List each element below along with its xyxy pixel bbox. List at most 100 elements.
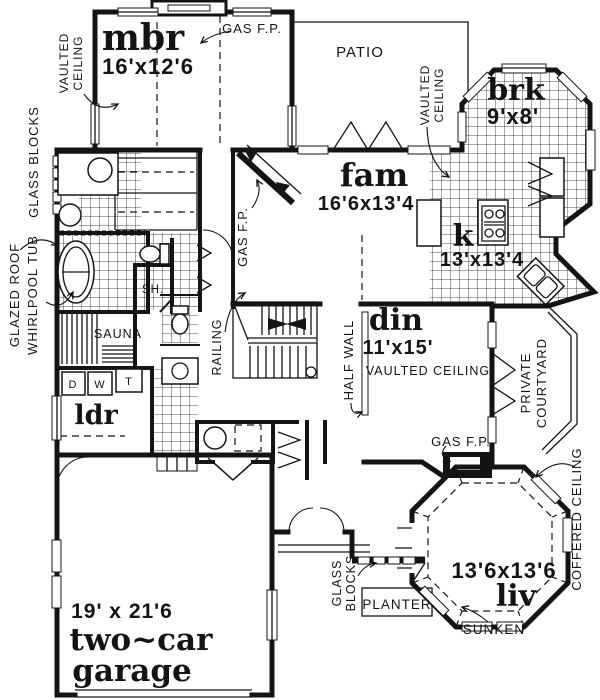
area-entry: GLASS BLOCKS PLANTER [330, 555, 431, 612]
sauna-label: SAUNA [94, 327, 142, 341]
din-label: din [369, 303, 423, 338]
fixtures [57, 152, 566, 450]
liv-label: liv [496, 579, 538, 614]
patio-label: PATIO [336, 44, 384, 61]
mbr-fireplace-insert [167, 4, 211, 12]
vaulted-label-brk: VAULTED [418, 65, 432, 126]
dryer-label: D [69, 379, 78, 391]
tub-box [115, 368, 143, 393]
courtyard-label: COURTYARD [534, 338, 549, 428]
gas-fp-label-din: GAS F.P. [431, 434, 491, 449]
liv-dims: 13'6x13'6 [451, 558, 556, 583]
laundry-appliances [61, 368, 143, 396]
tiled-floors [59, 72, 590, 455]
mudroom-table [203, 426, 227, 450]
coffered-ceiling-outline [427, 482, 553, 612]
bath-sink-1 [87, 157, 113, 183]
mbr-closet-rods [118, 171, 194, 213]
annotation-arrows [19, 30, 576, 623]
garage-dims: 19' x 21'6 [71, 600, 173, 623]
gas-fp-label-fam: GAS F.P. [235, 207, 250, 267]
courtyard-french-doors [491, 351, 517, 417]
stair-arrow-2 [286, 318, 306, 330]
room-kitchen: k 13'x13'4 [440, 219, 524, 271]
front-door-right [319, 507, 345, 533]
vaulted-label-mbr: VAULTED [57, 33, 71, 94]
room-garage: 19' x 21'6 two~car garage [70, 600, 214, 689]
room-mbr: mbr 16'x12'6 GAS F.P. VAULTED CEILING [57, 17, 282, 94]
courtyard-outline-inner [541, 311, 572, 451]
liv-entry-steps [395, 527, 412, 569]
stair-arrow [268, 318, 288, 330]
hall-bifold-doors [196, 244, 213, 294]
kitchen-fridge [539, 197, 565, 238]
room-din: din 11'x15' VAULTED CEILING HALF WALL RA… [210, 303, 491, 449]
toilet-icon [139, 243, 170, 265]
dryer-box [61, 371, 86, 396]
private-label: PRIVATE [518, 353, 533, 414]
wc-toilet-icon [171, 305, 189, 335]
washer-label: W [94, 379, 105, 391]
area-courtyard: PRIVATE COURTYARD [518, 338, 549, 428]
ceiling-label-brk: CEILING [432, 67, 446, 122]
mbr-dims: 16'x12'6 [102, 54, 194, 79]
kitchen-sink-icon [516, 256, 566, 306]
fam-fireplace-hatch2 [276, 182, 290, 196]
hall-vanity [161, 357, 199, 385]
shower-corner [159, 298, 173, 313]
garage-label-1: two~car [70, 622, 214, 658]
sauna-benches [61, 314, 133, 364]
room-liv: 13'6x13'6 liv SUNKEN COFFERED CEILING [451, 447, 584, 637]
kitchen-corner-doors [527, 161, 554, 207]
fam-label: fam [340, 156, 409, 194]
shower-label: SH. [142, 284, 164, 296]
brk-dims: 9'x8' [487, 104, 539, 129]
entry-walk [278, 544, 370, 553]
glass-blocks-entry-units [357, 556, 416, 565]
kitchen-brk-tile [430, 72, 590, 304]
mbr-label: mbr [102, 17, 185, 59]
washer-box [87, 371, 113, 396]
ldr-label: ldr [74, 400, 118, 431]
stove-island-icon [477, 199, 509, 246]
blocks-label-entry: BLOCKS [344, 555, 358, 612]
ceiling-label-mbr: CEILING [71, 35, 85, 90]
courtyard-outline-outer [545, 305, 578, 455]
bath-sink-2 [58, 203, 82, 227]
mudroom-doors [212, 461, 254, 481]
kitchen-dims: 13'x13'4 [440, 249, 524, 271]
glass-blocks-label-bath: GLASS BLOCKS [26, 106, 41, 218]
tub-label: T [125, 376, 133, 388]
garage-hall-doors [207, 457, 259, 481]
front-door-left [288, 507, 314, 533]
area-patio: PATIO VAULTED CEILING [336, 44, 446, 125]
half-wall-label: HALF WALL [341, 320, 356, 401]
half-wall [361, 311, 369, 416]
garage-entry-door [56, 456, 89, 489]
coffered-ceiling-label: COFFERED CEILING [569, 447, 584, 590]
glazed-roof-label: GLAZED ROOF [7, 243, 22, 347]
room-bath: GLASS BLOCKS GLAZED ROOF WHIRLPOOL TUB S… [7, 106, 164, 355]
room-fam: fam 16'6x13'4 GAS F.P. [235, 156, 414, 267]
kitchen-label: k [453, 219, 475, 254]
mudroom-dashed-unit [234, 424, 262, 452]
patio-french-doors [331, 120, 405, 151]
bath-door [202, 229, 234, 261]
fam-fireplace-hatch [244, 149, 259, 162]
railing-label: RAILING [210, 318, 224, 375]
patio-outline [292, 21, 469, 100]
glass-label-entry: GLASS [330, 560, 344, 607]
fam-dims: 16'6x13'4 [318, 193, 414, 215]
fam-fireplace [235, 150, 296, 206]
brk-label: brk [487, 73, 546, 108]
whirlpool-tub-icon [57, 240, 95, 304]
room-brk: brk 9'x8' [487, 73, 546, 129]
doors [56, 120, 554, 533]
entry-closet-bifold [277, 431, 302, 469]
gas-fp-label-mbr: GAS F.P. [222, 21, 282, 36]
mbr-ceiling-break [156, 16, 221, 146]
garage-label-2: garage [72, 653, 192, 689]
room-ldr: D W T ldr [69, 376, 133, 431]
